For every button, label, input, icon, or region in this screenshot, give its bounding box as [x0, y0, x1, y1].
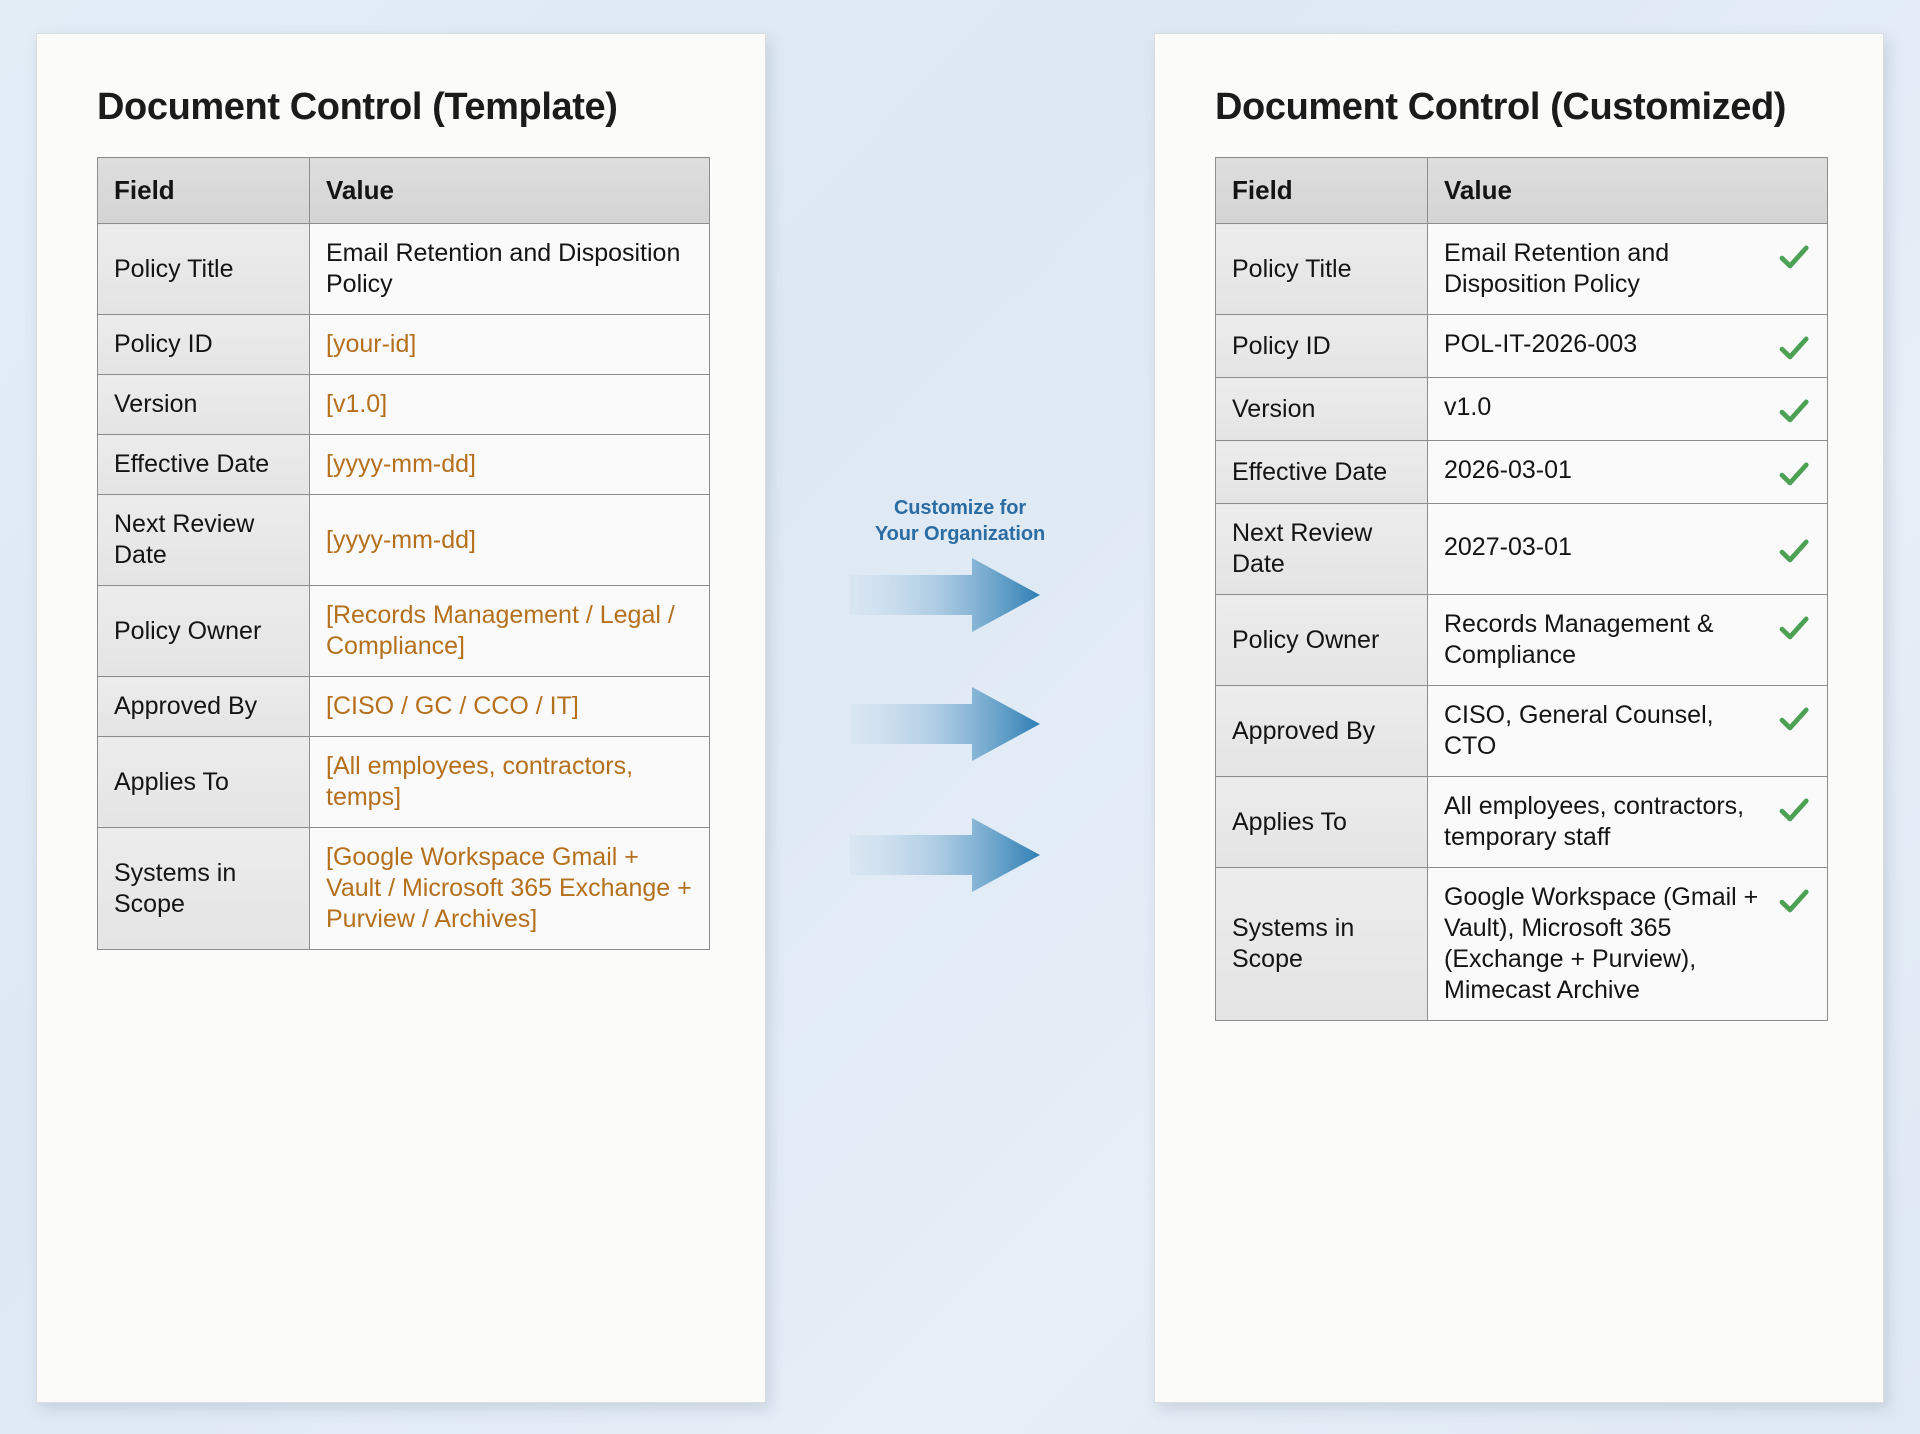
check-icon	[1777, 611, 1811, 645]
arrow-right-icon	[850, 558, 1040, 632]
row-placeholder-value: [yyyy-mm-dd]	[309, 434, 710, 495]
table-row: Policy ID POL-IT-2026-003	[1215, 314, 1828, 378]
table-row: Applies To All employees, contractors, te…	[1215, 776, 1828, 868]
table-row: Next Review Date[yyyy-mm-dd]	[97, 494, 710, 586]
row-value: All employees, contractors, temporary st…	[1427, 776, 1828, 868]
check-icon	[1777, 457, 1811, 491]
row-field-label: Next Review Date	[97, 494, 310, 586]
table-row: Version v1.0	[1215, 377, 1828, 441]
customize-label: Customize for Your Organization	[766, 495, 1154, 547]
row-value: 2026-03-01	[1427, 440, 1828, 504]
row-placeholder-value: [All employees, contractors, temps]	[309, 736, 710, 828]
customize-label-line2: Your Organization	[874, 523, 1046, 545]
row-field-label: Systems in Scope	[1215, 867, 1428, 1021]
check-icon	[1777, 394, 1811, 428]
row-field-label: Policy Title	[97, 223, 310, 315]
table-row: Policy ID[your-id]	[97, 314, 710, 375]
row-field-label: Systems in Scope	[97, 827, 310, 950]
arrow-right-icon	[850, 818, 1040, 892]
row-value: v1.0	[1427, 377, 1828, 441]
column-header-value: Value	[309, 157, 710, 224]
table-header-row: Field Value	[1215, 157, 1828, 224]
row-placeholder-value: [CISO / GC / CCO / IT]	[309, 676, 710, 737]
row-value-text: Google Workspace (Gmail + Vault), Micros…	[1444, 883, 1759, 1004]
row-placeholder-value: [Google Workspace Gmail + Vault / Micros…	[309, 827, 710, 950]
row-value: POL-IT-2026-003	[1427, 314, 1828, 378]
table-row: Approved By[CISO / GC / CCO / IT]	[97, 676, 710, 737]
row-value-text: Email Retention and Disposition Policy	[1444, 239, 1670, 298]
check-icon	[1777, 534, 1811, 568]
check-icon	[1777, 793, 1811, 827]
column-header-value: Value	[1427, 157, 1828, 224]
row-field-label: Policy ID	[97, 314, 310, 375]
row-field-label: Version	[1215, 377, 1428, 441]
arrow-right-icon	[850, 687, 1040, 761]
table-row: Effective Date 2026-03-01	[1215, 440, 1828, 504]
table-row: Policy Title Email Retention and Disposit…	[1215, 223, 1828, 315]
row-placeholder-value: [v1.0]	[309, 374, 710, 435]
row-value: Google Workspace (Gmail + Vault), Micros…	[1427, 867, 1828, 1021]
row-value: Email Retention and Disposition Policy	[309, 223, 710, 315]
column-header-field: Field	[97, 157, 310, 224]
row-field-label: Applies To	[1215, 776, 1428, 868]
row-value-text: POL-IT-2026-003	[1444, 330, 1638, 358]
row-placeholder-value: [Records Management / Legal / Compliance…	[309, 585, 710, 677]
table-row: Next Review Date 2027-03-01	[1215, 503, 1828, 595]
row-field-label: Approved By	[1215, 685, 1428, 777]
table-row: Applies To[All employees, contractors, t…	[97, 736, 710, 828]
check-icon	[1777, 240, 1811, 274]
customized-panel: Document Control (Customized) Field Valu…	[1154, 33, 1884, 1403]
row-field-label: Policy Title	[1215, 223, 1428, 315]
row-value: Records Management & Compliance	[1427, 594, 1828, 686]
check-icon	[1777, 884, 1811, 918]
row-field-label: Version	[97, 374, 310, 435]
customize-flow: Customize for Your Organization	[766, 0, 1154, 1434]
check-icon	[1777, 331, 1811, 365]
table-row: Policy Owner[Records Management / Legal …	[97, 585, 710, 677]
row-placeholder-value: [yyyy-mm-dd]	[309, 494, 710, 586]
row-field-label: Next Review Date	[1215, 503, 1428, 595]
customized-panel-title: Document Control (Customized)	[1215, 86, 1787, 128]
row-value-text: 2026-03-01	[1444, 456, 1572, 484]
row-value-text: Records Management & Compliance	[1444, 610, 1714, 669]
table-row: Policy Owner Records Management & Complia…	[1215, 594, 1828, 686]
row-field-label: Applies To	[97, 736, 310, 828]
table-row: Approved By CISO, General Counsel, CTO	[1215, 685, 1828, 777]
row-field-label: Approved By	[97, 676, 310, 737]
customized-table: Field Value Policy Title Email Retention …	[1215, 157, 1828, 1021]
row-placeholder-value: [your-id]	[309, 314, 710, 375]
row-value-text: All employees, contractors, temporary st…	[1444, 792, 1745, 851]
row-field-label: Effective Date	[97, 434, 310, 495]
row-field-label: Policy Owner	[1215, 594, 1428, 686]
row-field-label: Policy ID	[1215, 314, 1428, 378]
customize-label-line1: Customize for	[893, 497, 1027, 519]
row-value: CISO, General Counsel, CTO	[1427, 685, 1828, 777]
row-field-label: Policy Owner	[97, 585, 310, 677]
check-icon	[1777, 702, 1811, 736]
table-row: Effective Date[yyyy-mm-dd]	[97, 434, 710, 495]
row-field-label: Effective Date	[1215, 440, 1428, 504]
row-value: 2027-03-01	[1427, 503, 1828, 595]
row-value-text: 2027-03-01	[1444, 533, 1572, 561]
template-panel-title: Document Control (Template)	[97, 86, 618, 128]
table-row: Version[v1.0]	[97, 374, 710, 435]
column-header-field: Field	[1215, 157, 1428, 224]
table-row: Systems in Scope[Google Workspace Gmail …	[97, 827, 710, 950]
table-header-row: Field Value	[97, 157, 710, 224]
row-value-text: CISO, General Counsel, CTO	[1444, 701, 1714, 760]
row-value-text: v1.0	[1444, 393, 1492, 421]
template-panel: Document Control (Template) Field Value …	[36, 33, 766, 1403]
row-value: Email Retention and Disposition Policy	[1427, 223, 1828, 315]
